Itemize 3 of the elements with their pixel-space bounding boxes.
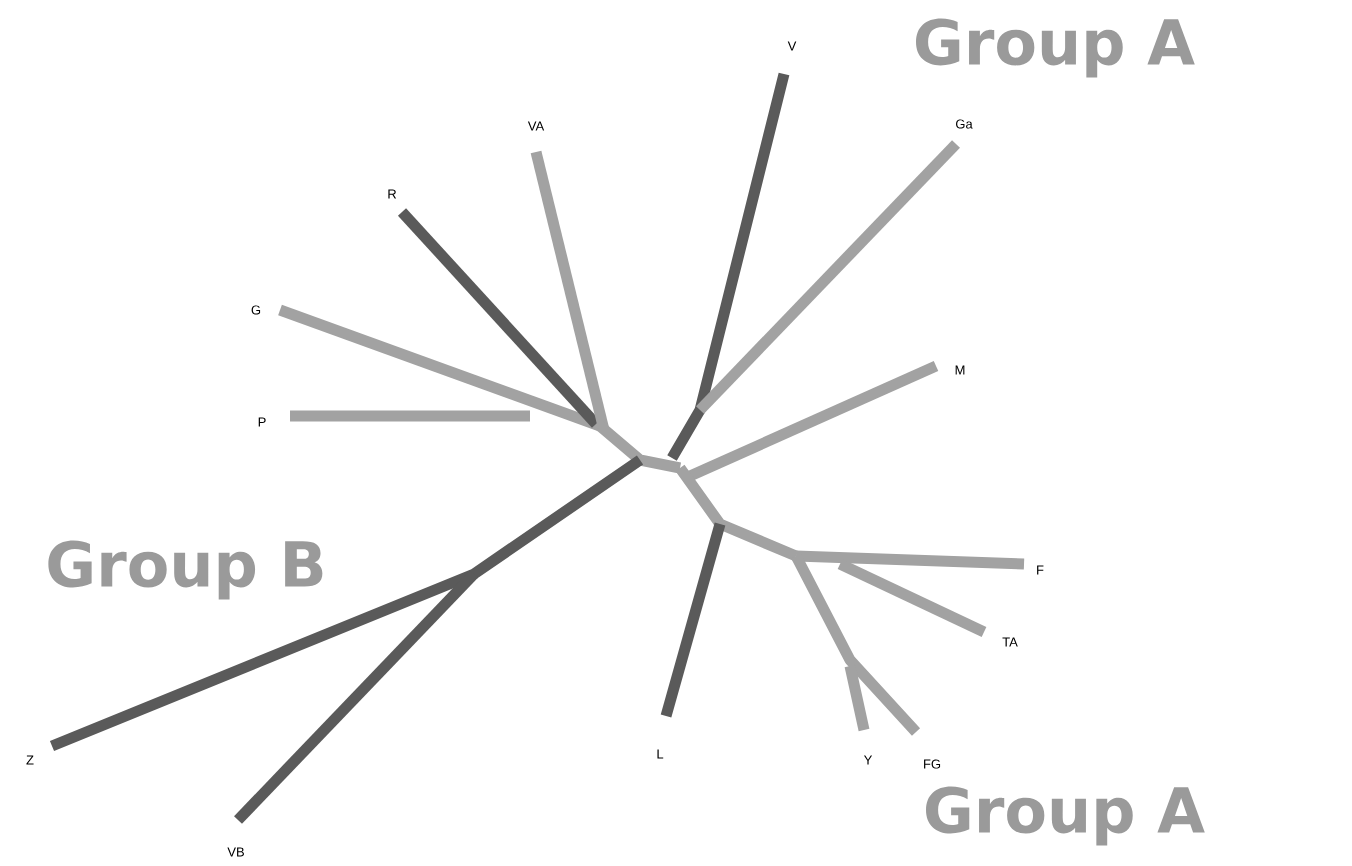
group-label: Group A bbox=[926, 786, 1205, 846]
group-label: Group A bbox=[916, 18, 1195, 78]
group-label: Group B bbox=[48, 540, 323, 600]
